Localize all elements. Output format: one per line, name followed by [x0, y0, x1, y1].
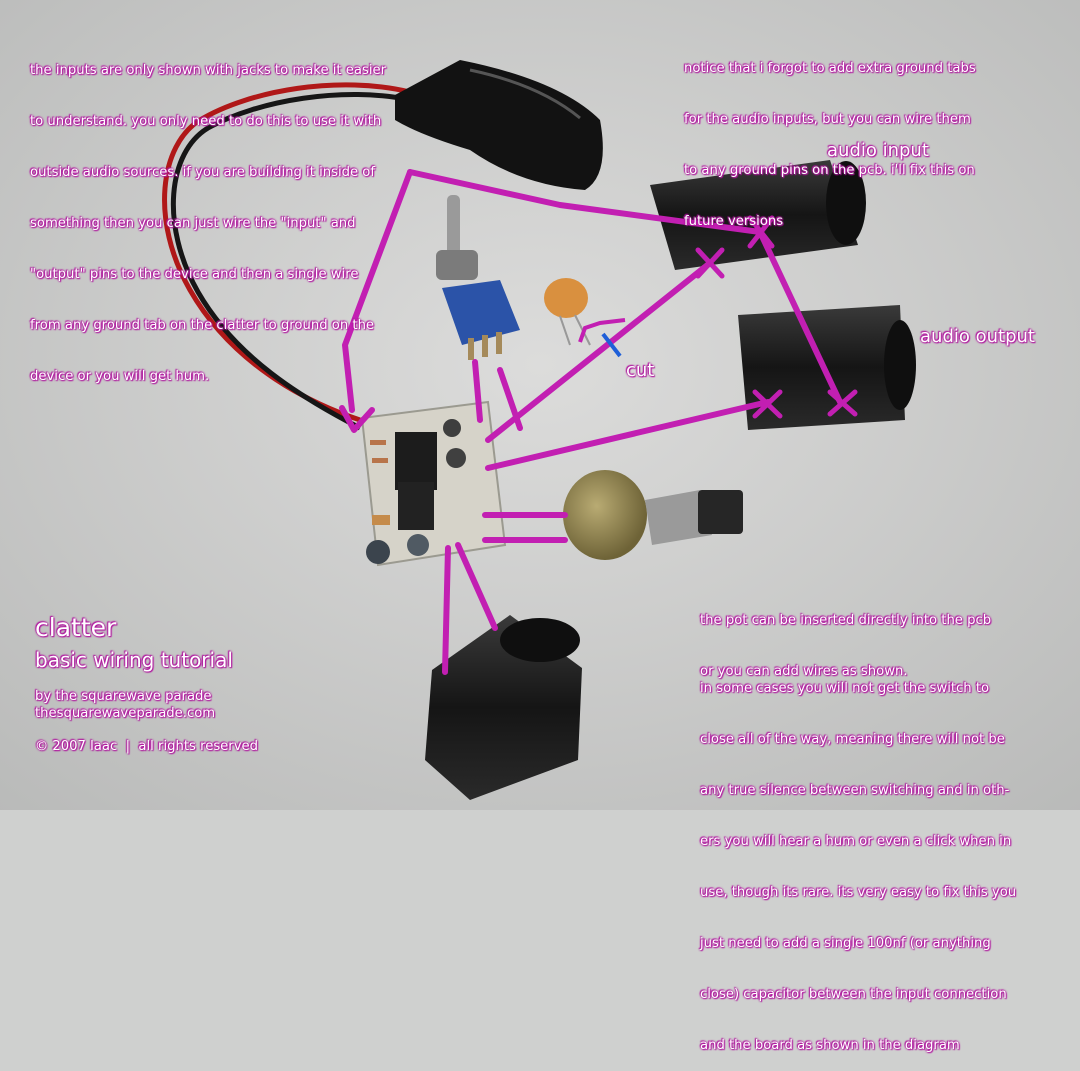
ground-note: notice that i forgot to add extra ground…	[684, 26, 976, 247]
note-line: from any ground tab on the clatter to gr…	[30, 318, 375, 333]
note-line: in some cases you will not get the switc…	[700, 681, 990, 696]
audio-jack-icon	[425, 160, 916, 800]
page-subtitle: basic wiring tutorial	[35, 648, 233, 672]
note-line: for the audio inputs, but you can wire t…	[684, 112, 971, 127]
note-line: close) capacitor between the input conne…	[700, 987, 1007, 1002]
byline: by the squarewave parade	[35, 689, 212, 704]
website-text: thesquarewaveparade.com	[35, 706, 216, 721]
note-line: outside audio sources. if you are buildi…	[30, 165, 376, 180]
audio-output-label: audio output	[920, 326, 1035, 347]
cut-label: cut	[626, 360, 655, 381]
page-title: clatter	[35, 613, 117, 642]
note-line: notice that i forgot to add extra ground…	[684, 61, 976, 76]
switch-note: in some cases you will not get the switc…	[700, 646, 1016, 1071]
wiring-photo	[0, 0, 1080, 810]
note-line: close all of the way, meaning there will…	[700, 732, 1005, 747]
note-line: or you can add wires as shown.	[700, 664, 908, 679]
pcb-board-icon	[360, 400, 507, 567]
audio-input-label: audio input	[827, 140, 929, 161]
wire-endpoints	[695, 215, 858, 419]
inputs-note: the inputs are only shown with jacks to …	[30, 28, 386, 402]
note-line: something then you can just wire the "in…	[30, 216, 356, 231]
note-line: to any ground pins on the pcb. i'll fix …	[684, 163, 975, 178]
battery-clip-icon	[162, 60, 603, 431]
toggle-switch-icon	[436, 195, 520, 360]
note-line: ers you will hear a hum or even a click …	[700, 834, 1012, 849]
wiring-annotations	[339, 169, 843, 675]
potentiometer-icon	[563, 470, 743, 560]
note-line: device or you will get hum.	[30, 369, 210, 384]
note-line: to understand. you only need to do this …	[30, 114, 382, 129]
copyright-text: © 2007 laac | all rights reserved	[35, 739, 259, 754]
cut-mark	[578, 318, 626, 358]
note-line: future versions	[684, 214, 784, 229]
note-line: the pot can be inserted directly into th…	[700, 613, 992, 628]
note-line: "output" pins to the device and then a s…	[30, 267, 359, 282]
note-line: the inputs are only shown with jacks to …	[30, 63, 387, 78]
note-line: and the board as shown in the diagram	[700, 1038, 960, 1053]
note-line: just need to add a single 100nf (or anyt…	[700, 936, 991, 951]
note-line: any true silence between switching and i…	[700, 783, 1010, 798]
note-line: use, though its rare. its very easy to f…	[700, 885, 1017, 900]
pot-note: the pot can be inserted directly into th…	[700, 578, 991, 697]
